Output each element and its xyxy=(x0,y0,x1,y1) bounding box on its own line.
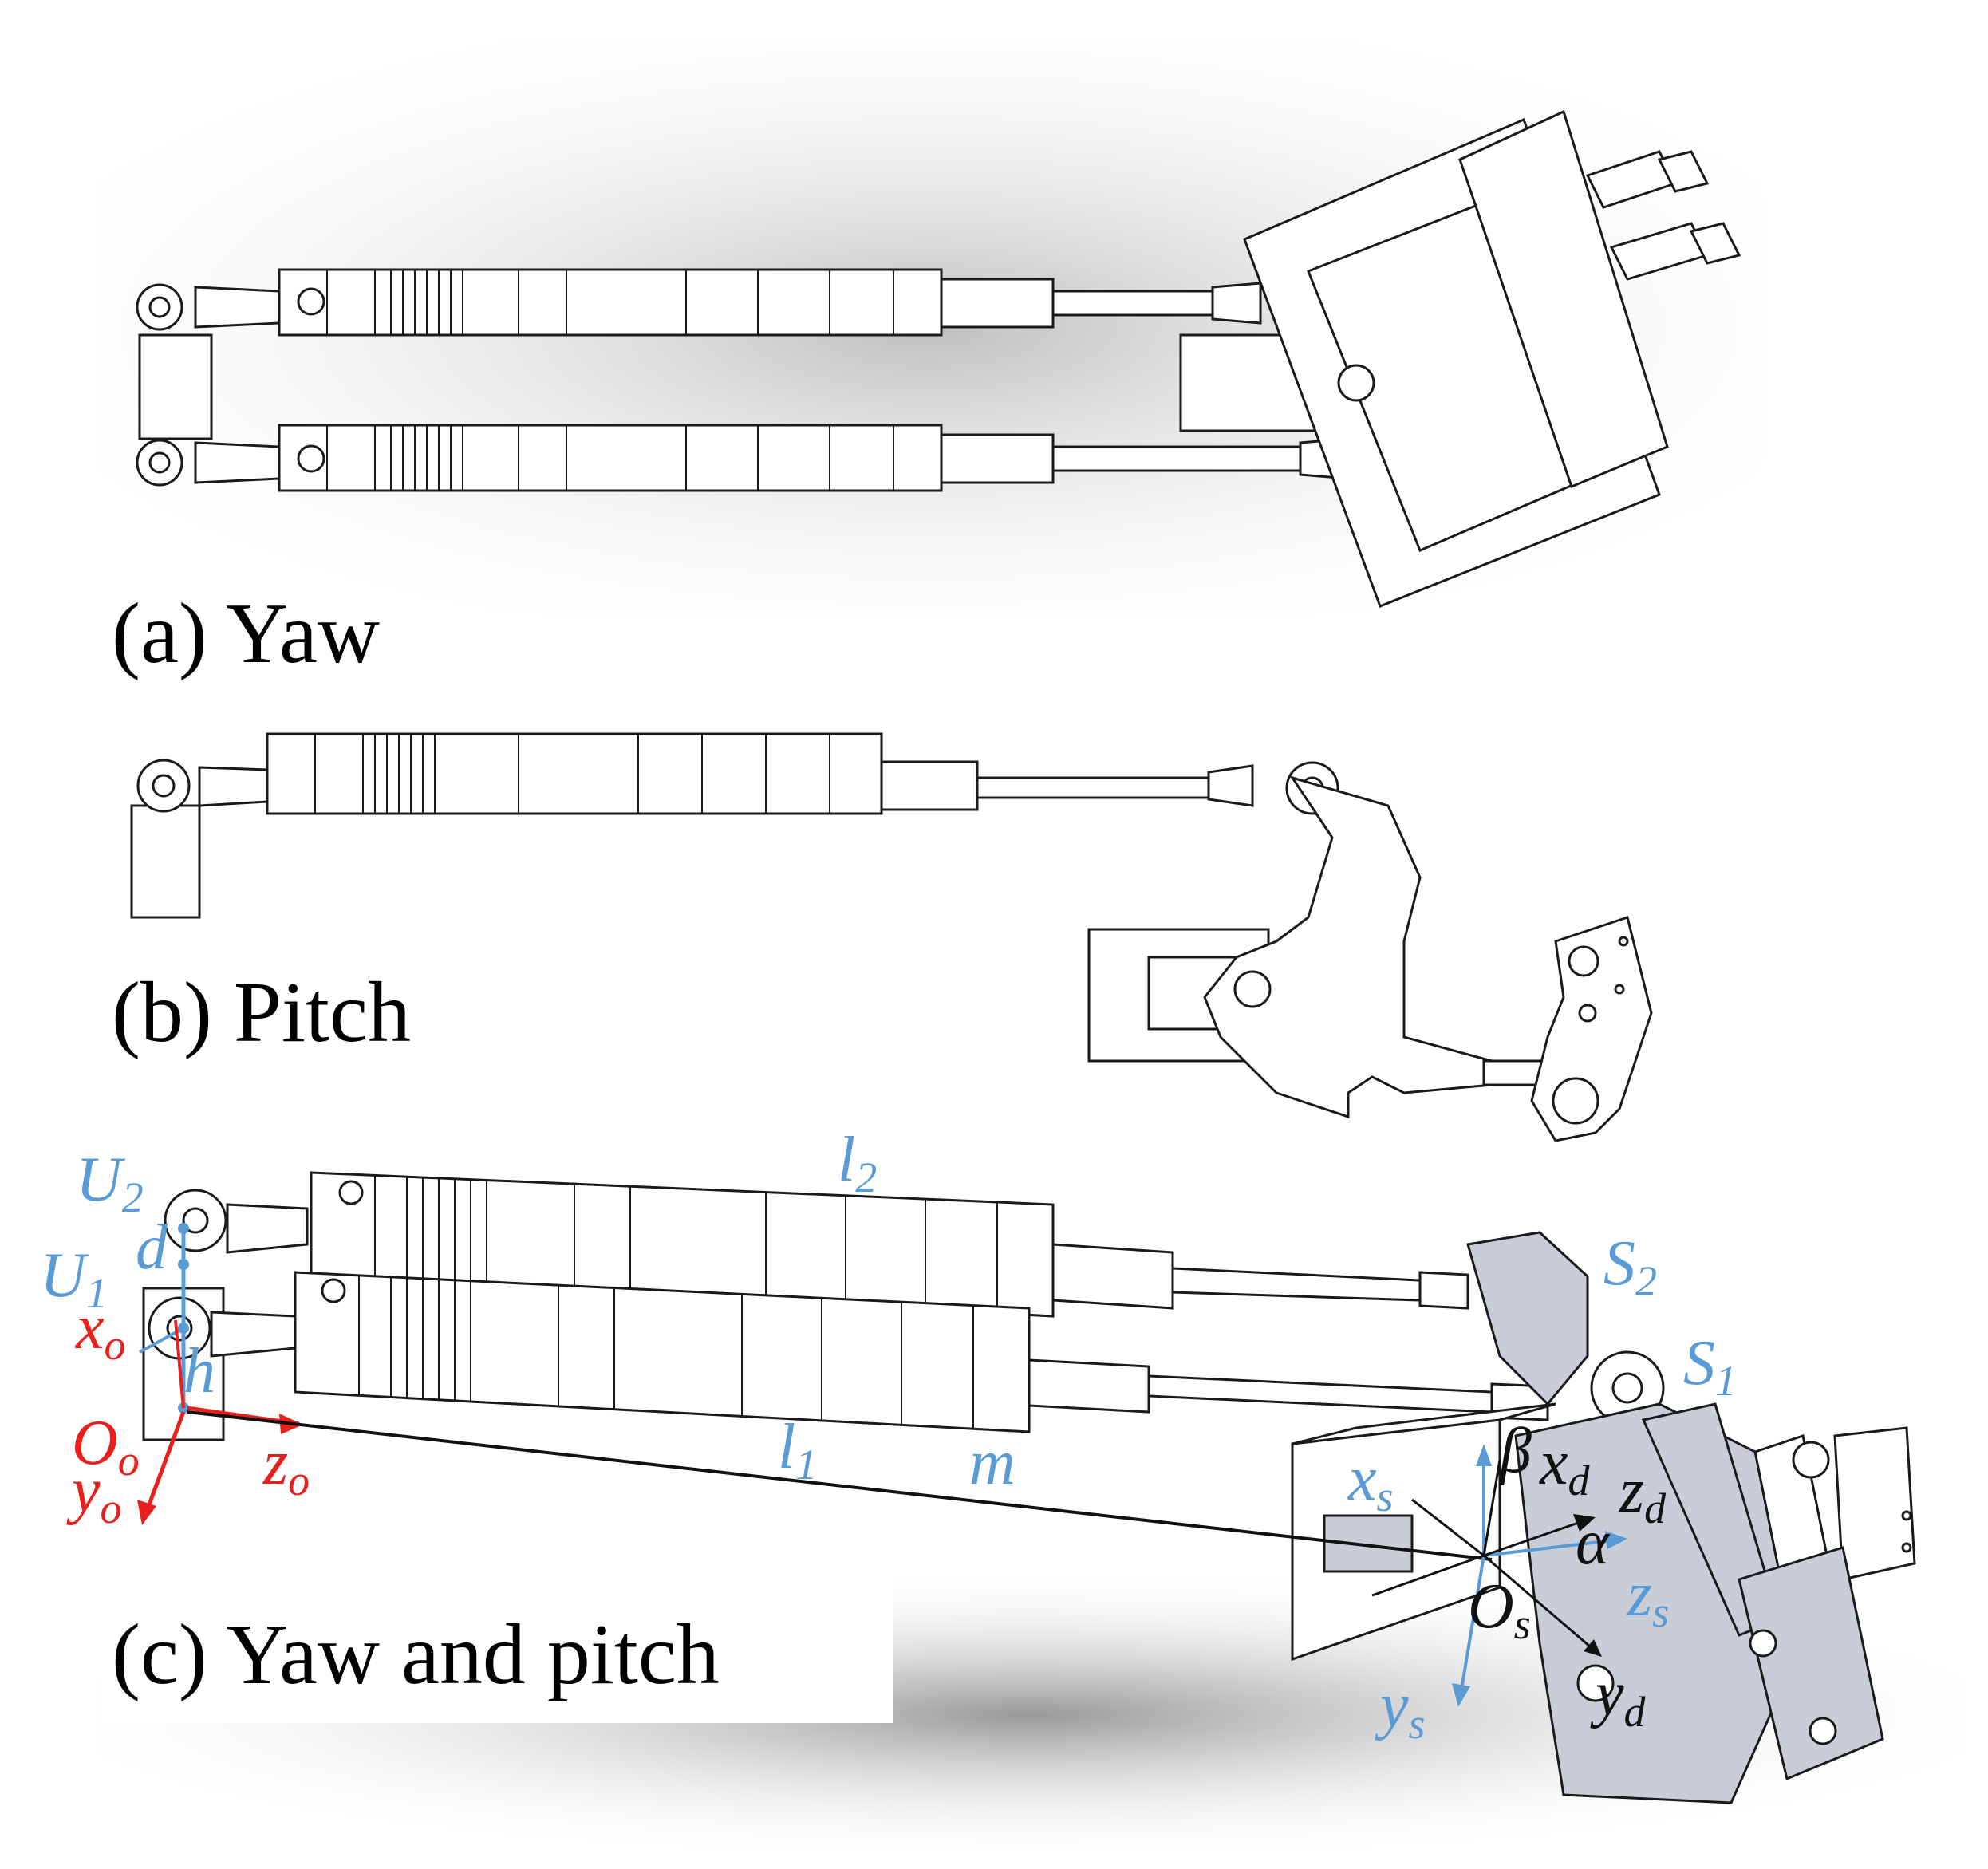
label-xo: xo xyxy=(75,1292,126,1369)
label-alpha: α xyxy=(1576,1508,1611,1578)
panel-a-yaw-drawing xyxy=(96,40,1763,614)
label-zo: zo xyxy=(262,1428,310,1504)
label-ys: ys xyxy=(1375,1671,1426,1748)
label-U2: U2 xyxy=(76,1145,144,1221)
label-beta: β xyxy=(1498,1416,1532,1486)
label-Oo: Oo xyxy=(72,1408,140,1485)
label-d: d xyxy=(136,1212,168,1283)
panel-b-caption: (b) Pitch xyxy=(112,965,411,1060)
yaw-bracket xyxy=(1179,109,1741,608)
combined-bracket xyxy=(1291,1231,1916,1804)
label-S2: S2 xyxy=(1603,1228,1657,1305)
panel-c-caption: (c) Yaw and pitch xyxy=(112,1607,720,1702)
label-Os: Os xyxy=(1468,1571,1531,1648)
label-zs: zs xyxy=(1627,1559,1669,1636)
label-zd: zd xyxy=(1619,1456,1667,1532)
combined-upper-actuator xyxy=(164,1171,1577,1338)
label-yo: yo xyxy=(66,1456,122,1532)
label-S1: S1 xyxy=(1683,1328,1737,1405)
label-xd: xd xyxy=(1539,1428,1591,1504)
label-xs: xs xyxy=(1347,1444,1394,1520)
combined-lower-actuator xyxy=(148,1271,1665,1433)
label-l1: l1 xyxy=(778,1412,817,1488)
panel-a-caption: (a) Yaw xyxy=(112,586,380,681)
label-l2: l2 xyxy=(838,1125,877,1201)
label-U1: U1 xyxy=(40,1240,108,1317)
label-m: m xyxy=(969,1428,1016,1498)
panel-c-caption-box xyxy=(100,1575,893,1723)
panel-c-yaw-pitch-drawing xyxy=(96,1171,1962,1851)
label-h: h xyxy=(183,1336,215,1406)
panel-b-pitch-drawing xyxy=(130,732,1653,1142)
label-yd: yd xyxy=(1590,1659,1647,1736)
